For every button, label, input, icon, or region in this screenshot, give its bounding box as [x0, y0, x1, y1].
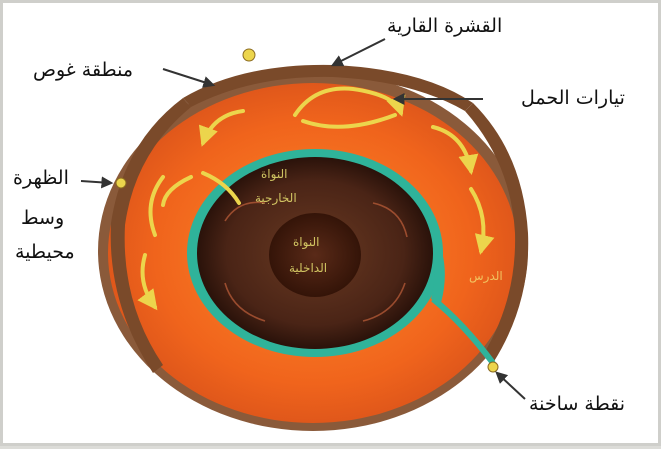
mid-ocean-ridge-marker: [116, 178, 126, 188]
label-convection-currents: تيارات الحمل: [521, 87, 625, 109]
label-mid-ocean-ridge-3: محيطية: [15, 241, 75, 263]
label-subduction-zone: منطقة غوص: [33, 59, 133, 81]
label-outer-core-2: الخارجية: [255, 191, 297, 205]
label-continental-crust: القشرة القارية: [387, 15, 502, 37]
label-outer-core-1: النواة: [261, 167, 287, 181]
label-inner-core-2: الداخلية: [289, 261, 327, 275]
hot-spot-marker: [488, 362, 498, 372]
label-mantle: الدرس: [469, 269, 503, 283]
inner-core: [269, 213, 361, 297]
subduction-zone-marker: [243, 49, 255, 61]
label-mid-ocean-ridge-2: وسط: [21, 207, 64, 229]
label-inner-core-1: النواة: [293, 235, 319, 249]
label-mid-ocean-ridge-1: الظهرة: [13, 167, 69, 189]
label-hot-spot: نقطة ساخنة: [529, 393, 625, 415]
